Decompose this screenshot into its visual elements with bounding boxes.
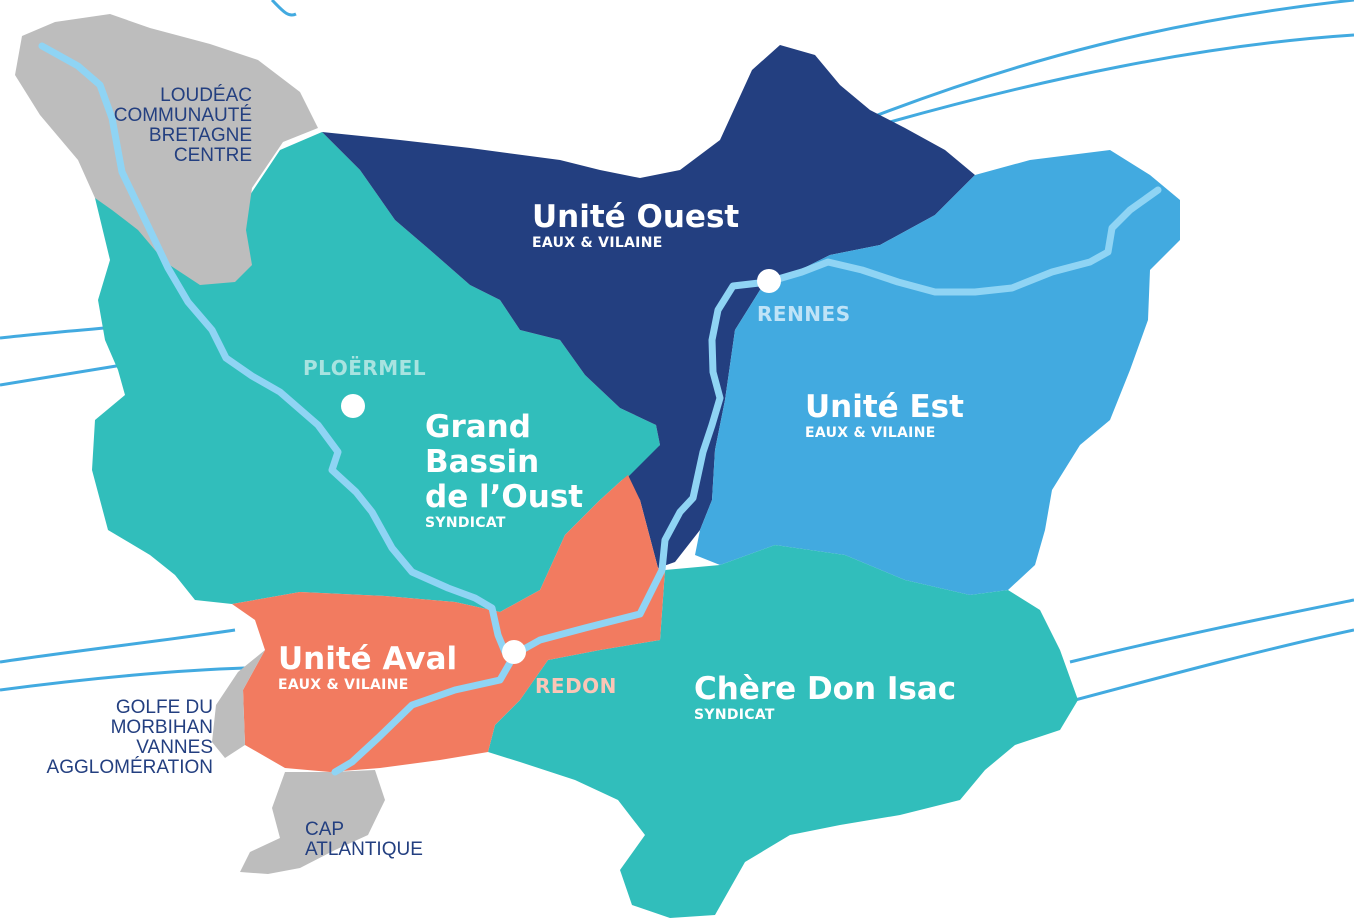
zone-subtitle: EAUX & VILAINE [278,677,409,693]
wave-line [270,0,297,17]
zone-unite-aval: Unité Aval EAUX & VILAINE [278,641,458,694]
zone-grand-bassin: Grand Bassin de l’Oust SYNDICAT [425,409,584,532]
region-loudeac [15,14,318,285]
river-vilaine [38,42,1162,776]
wave-line [0,666,246,692]
zone-unite-ouest: Unité Ouest EAUX & VILAINE [532,199,740,252]
city-label-redon: REDON [535,674,617,698]
city-label-rennes: RENNES [757,302,851,326]
region-unite-ouest [322,45,975,568]
wave-line [889,33,1354,124]
zone-subtitle: SYNDICAT [694,707,775,723]
zone-unite-est: Unité Est EAUX & VILAINE [805,389,964,442]
wave-line [869,0,1354,120]
wave-line [1069,598,1354,664]
wave-line [1074,628,1354,702]
region-unite-est [695,150,1180,595]
region-golfe-morbihan [212,650,265,758]
city-dot-ploermel [341,394,365,418]
zone-title: Unité Ouest [532,199,740,235]
zone-title: Unité Est [805,389,964,425]
zone-subtitle: EAUX & VILAINE [532,235,663,251]
label-cap-atlantique: CAP ATLANTIQUE [305,819,423,860]
city-dot-rennes [757,269,781,293]
zone-title: Grand Bassin de l’Oust [425,409,584,515]
region-chere-don-isac [488,545,1078,918]
zone-title: Chère Don Isac [694,671,957,707]
label-loudeac: LOUDÉAC COMMUNAUTÉ BRETAGNE CENTRE [113,85,252,166]
wave-line [0,628,236,664]
zone-title: Unité Aval [278,641,458,677]
wave-lines [0,0,1354,702]
zone-subtitle: SYNDICAT [425,515,506,531]
region-cap-atlantique [240,770,385,874]
city-label-ploermel: PLOËRMEL [303,356,427,380]
zone-subtitle: EAUX & VILAINE [805,425,936,441]
zone-chere-don-isac: Chère Don Isac SYNDICAT [694,671,957,724]
city-dot-redon [502,640,526,664]
region-unite-aval [232,475,665,772]
label-golfe-morbihan: GOLFE DU MORBIHAN VANNES AGGLOMÉRATION [46,697,213,778]
